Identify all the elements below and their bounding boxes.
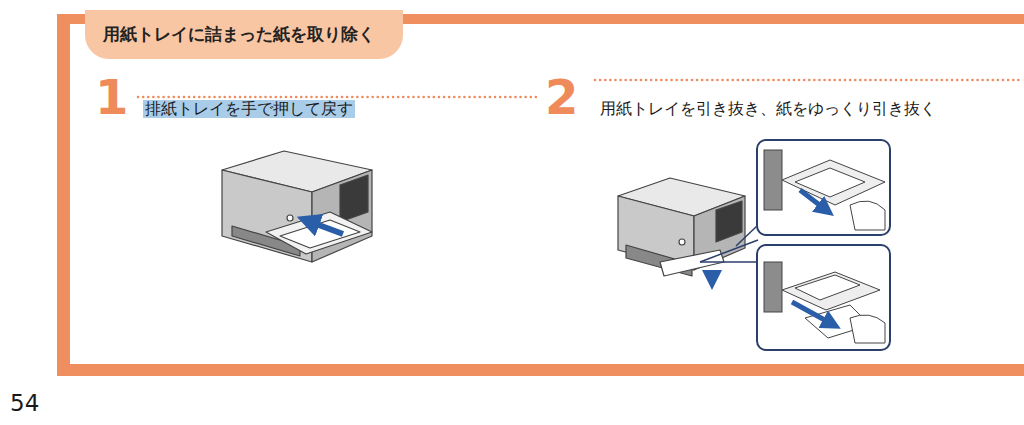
leader-line [700, 261, 758, 263]
step-instruction: 用紙トレイを引き抜き、紙をゆっくり引き抜く [598, 100, 938, 118]
step-instruction: 排紙トレイを手で押して戻す [143, 100, 355, 118]
leader-line [700, 240, 758, 262]
leader-line [736, 225, 758, 246]
dotted-rule [138, 96, 540, 99]
detail-inset [757, 140, 890, 235]
detail-inset [757, 245, 890, 350]
dotted-rule [595, 79, 1020, 82]
printer-figure [222, 151, 372, 262]
step-number: 2 [543, 70, 580, 125]
heading-tab: 用紙トレイに詰まった紙を取り除く [85, 10, 403, 59]
section-panel: 用紙トレイに詰まった紙を取り除く [57, 14, 1024, 376]
section-heading: 用紙トレイに詰まった紙を取り除く [103, 23, 375, 46]
page-number: 54 [8, 390, 41, 416]
printer-figure [618, 178, 745, 280]
step-number: 1 [93, 70, 130, 125]
